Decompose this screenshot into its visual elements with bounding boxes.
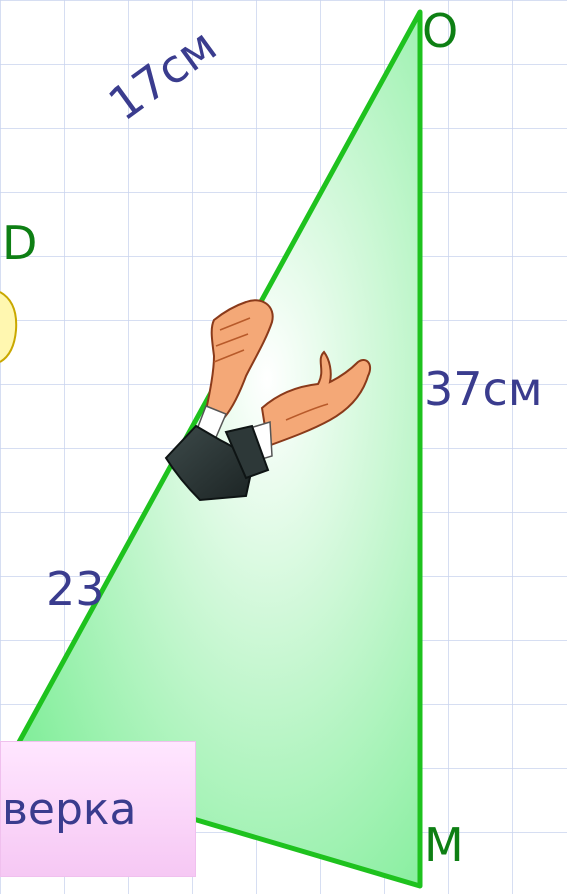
side-length-label-left: 23 bbox=[46, 562, 105, 616]
side-length-label-right: 37см bbox=[424, 362, 543, 416]
speech-bubble bbox=[0, 291, 18, 363]
vertex-label-m: M bbox=[424, 818, 464, 872]
check-button-label: верка bbox=[2, 784, 137, 835]
clapping-hands-icon bbox=[164, 299, 372, 502]
vertex-label-o: O bbox=[422, 4, 459, 58]
check-button[interactable] bbox=[0, 741, 196, 877]
vertex-label-d: D bbox=[2, 216, 38, 270]
